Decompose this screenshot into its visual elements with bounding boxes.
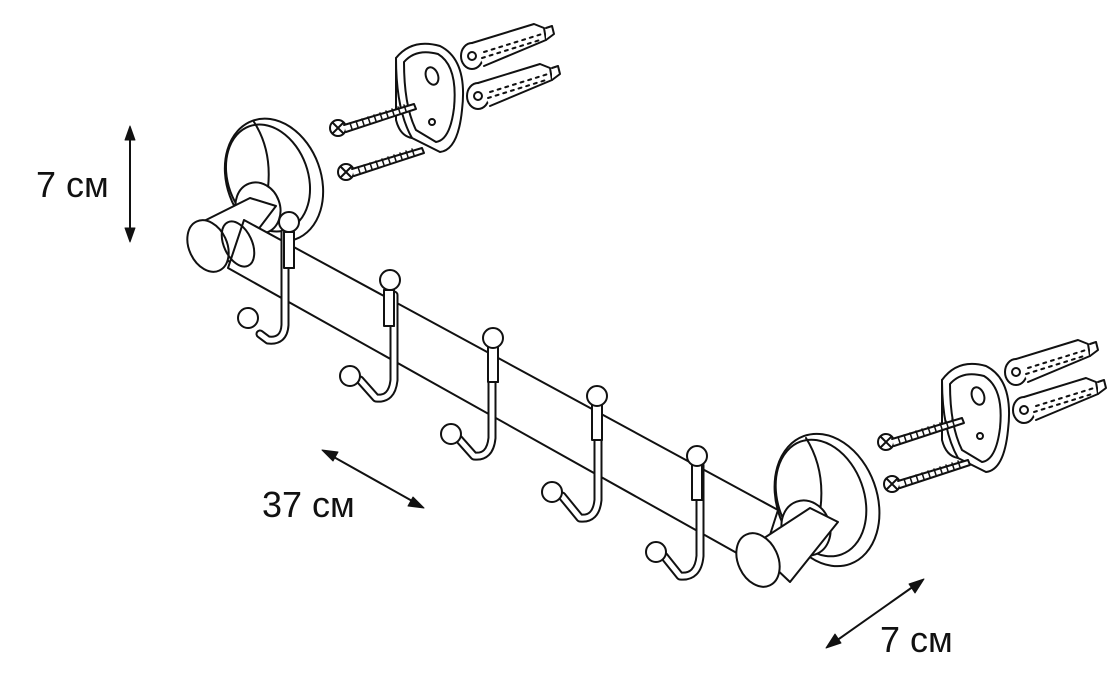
- height-dimension-arrow: [124, 125, 136, 243]
- wall-dowel: [1012, 377, 1107, 424]
- coat-hook: [440, 327, 504, 461]
- screw: [883, 459, 971, 493]
- wall-dowel: [460, 23, 555, 70]
- screw: [337, 147, 425, 181]
- coat-hook: [645, 445, 708, 581]
- mounting-plate-right: [941, 362, 1010, 473]
- coat-hook: [339, 269, 401, 403]
- height-dimension-label: 7 см: [36, 164, 109, 205]
- rail-bar: [186, 197, 839, 588]
- mounting-plate-left: [395, 42, 464, 153]
- depth-dimension-arrow: [825, 578, 925, 649]
- length-dimension-label: 37 см: [262, 484, 355, 525]
- coat-hook: [541, 385, 608, 523]
- length-dimension-arrow: [321, 449, 425, 509]
- depth-dimension-label: 7 см: [880, 619, 953, 660]
- coat-hook: [237, 211, 300, 345]
- wall-dowel: [466, 63, 561, 110]
